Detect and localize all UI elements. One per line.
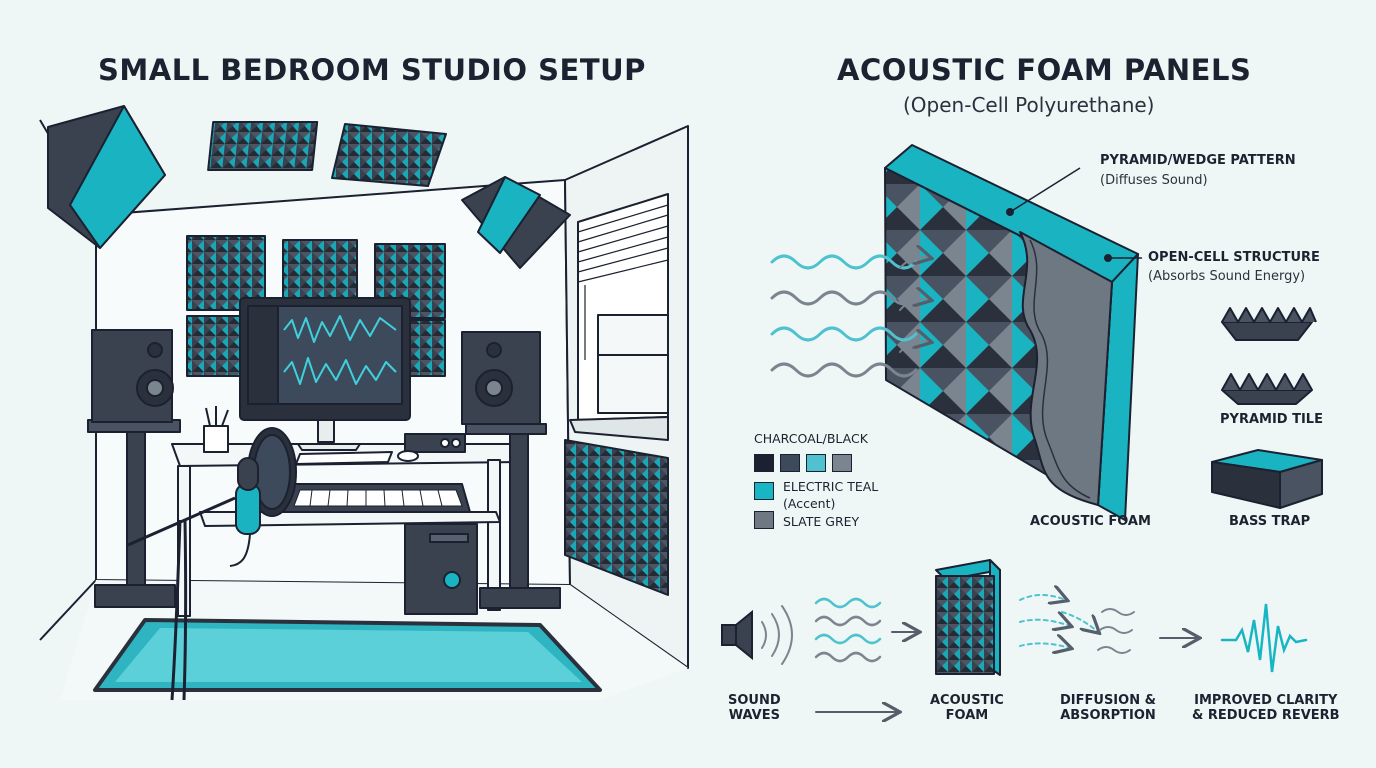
step-diffusion-label: DIFFUSION & ABSORPTION	[1060, 693, 1156, 723]
bass-trap-label: BASS TRAP	[1229, 514, 1311, 529]
process-flow	[721, 559, 1308, 712]
pyramid-pattern-callout: PYRAMID/WEDGE PATTERN	[1100, 153, 1296, 168]
pyramid-tile-label: PYRAMID TILE	[1220, 412, 1323, 427]
panel-label: ACOUSTIC FOAM	[1030, 514, 1151, 529]
legend-teal-swatch	[754, 482, 774, 500]
speaker-icon	[721, 605, 793, 665]
clean-waveform-icon	[1220, 603, 1308, 673]
step-sound-waves-label: SOUND WAVES	[728, 693, 781, 723]
step-clarity-label: IMPROVED CLARITY & REDUCED REVERB	[1192, 693, 1340, 723]
legend-swatch-row	[754, 454, 852, 472]
legend-slate-label: SLATE GREY	[783, 514, 860, 529]
pyramid-tile-illustration	[1221, 373, 1313, 405]
legend-teal-label: ELECTRIC TEAL	[783, 479, 879, 494]
incoming-sound-waves	[770, 256, 930, 378]
open-cell-note: (Absorbs Sound Energy)	[1148, 269, 1306, 284]
right-title: ACOUSTIC FOAM PANELS	[837, 53, 1252, 87]
legend-swatch-3	[806, 454, 826, 472]
wedge-tile-illustration	[1221, 307, 1317, 341]
legend-swatch-4	[832, 454, 852, 472]
acoustic-foam-panel-illustration	[884, 144, 1142, 521]
right-subtitle: (Open-Cell Polyurethane)	[903, 93, 1155, 117]
legend-charcoal-label: CHARCOAL/BLACK	[754, 431, 868, 446]
bedroom-studio-illustration	[39, 105, 689, 701]
legend-swatch-2	[780, 454, 800, 472]
pyramid-pattern-note: (Diffuses Sound)	[1100, 173, 1208, 188]
bass-trap-illustration	[1211, 449, 1323, 509]
left-title: SMALL BEDROOM STUDIO SETUP	[98, 53, 646, 87]
open-cell-callout: OPEN-CELL STRUCTURE	[1148, 250, 1320, 265]
step-acoustic-foam-label: ACOUSTIC FOAM	[930, 693, 1004, 723]
legend-slate-swatch	[754, 511, 774, 529]
legend-teal-note: (Accent)	[783, 496, 836, 511]
legend-swatch-1	[754, 454, 774, 472]
